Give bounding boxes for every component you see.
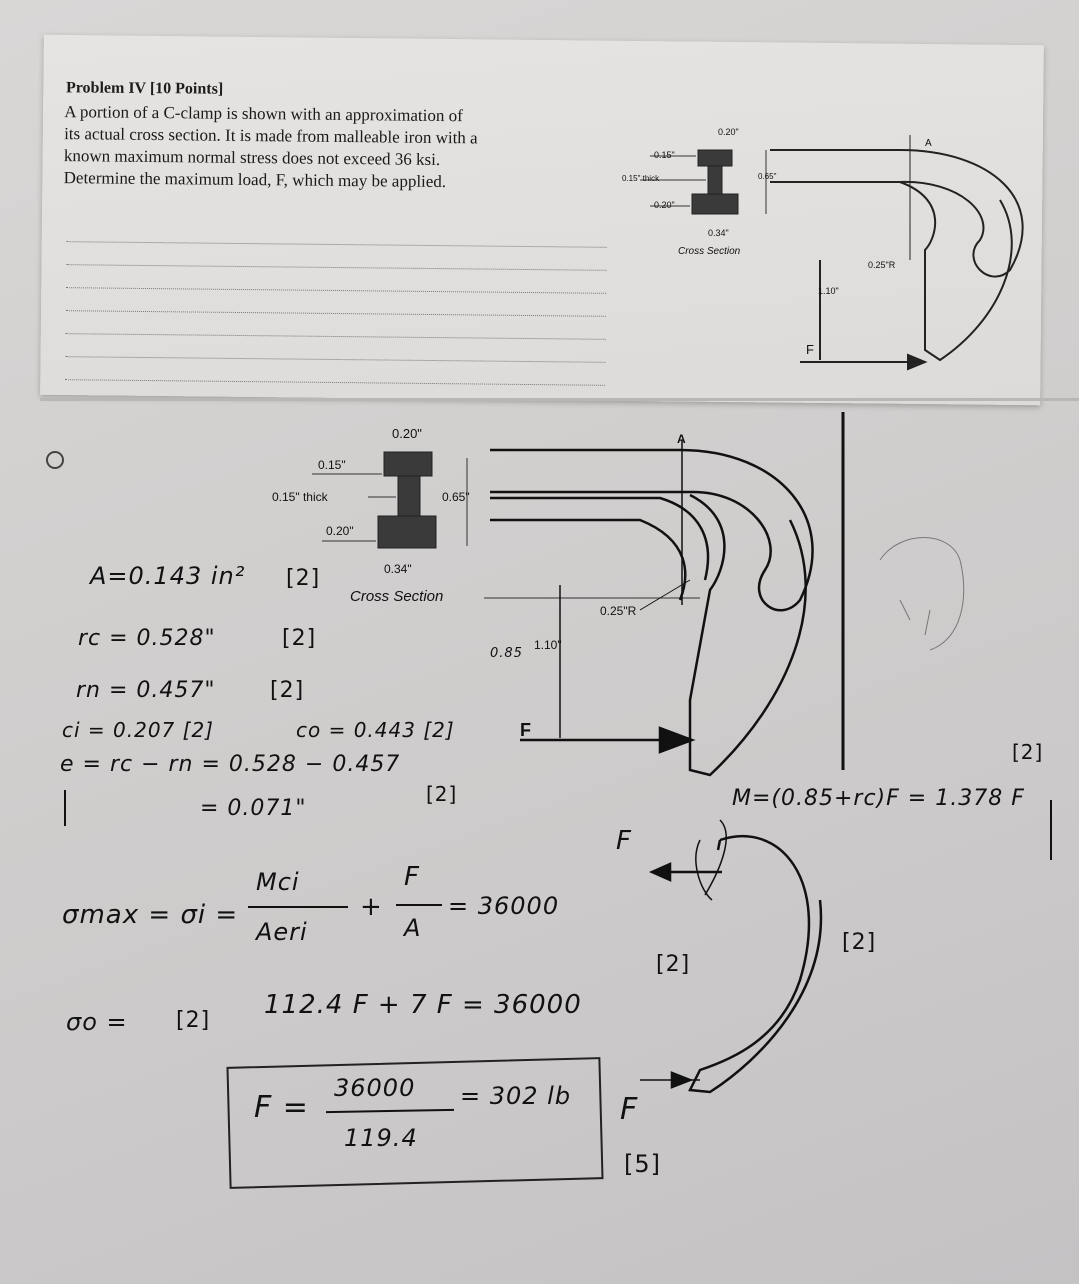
small-radius: 0.25"R (868, 260, 896, 270)
free-body-diagram (640, 819, 823, 1094)
large-dim-height: 0.65" (442, 490, 470, 504)
large-cross-section-drawing (377, 451, 437, 549)
rn-value: rn = 0.457" (76, 678, 216, 703)
stress-lhs: σmax = σi = (62, 900, 239, 930)
fbd-force-top: F (616, 826, 632, 856)
equation: 112.4 F + 7 F = 36000 (264, 990, 582, 1020)
fbd-points-bottom: [5] (624, 1150, 661, 1178)
result-rhs: = 302 lb (460, 1082, 572, 1110)
small-dim-length: 1.10" (818, 286, 839, 296)
e-line-2: = 0.071" (200, 796, 307, 821)
large-caption: Cross Section (350, 588, 444, 605)
ci-value: ci = 0.207 [2] (62, 718, 214, 742)
stress-denominator-2: A (404, 914, 422, 942)
large-hand-dim: 0.85 (490, 646, 523, 661)
sheet-fold-line (40, 398, 1079, 401)
small-clamp-drawing (770, 135, 1024, 371)
moment-points: [2] (1012, 740, 1044, 764)
area-points: [2] (286, 566, 321, 591)
fbd-force-bottom: F (620, 1092, 639, 1127)
sigma-o: σo = (66, 1008, 128, 1036)
small-dim-base: 0.34" (708, 228, 729, 238)
small-section-label: A (925, 138, 932, 149)
large-dim-thick: 0.15" thick (272, 490, 328, 504)
rc-value: rc = 0.528" (78, 626, 216, 651)
small-dim-height: 0.65" (758, 172, 777, 181)
faint-sketch (879, 537, 965, 651)
rn-points: [2] (270, 678, 305, 703)
large-dim-base: 0.34" (384, 562, 412, 576)
result-numerator: 36000 (334, 1074, 416, 1102)
binder-hole (46, 451, 64, 469)
co-value: co = 0.443 [2] (296, 718, 455, 742)
stress-denominator-1: Aeri (256, 918, 308, 946)
area-value: A=0.143 in² (90, 562, 246, 590)
large-radius: 0.25"R (600, 604, 637, 618)
small-dim-top: 0.20" (718, 127, 739, 137)
result-denominator: 119.4 (344, 1124, 418, 1152)
small-cross-section-drawing (691, 149, 739, 215)
small-dim-thick: 0.15" thick (622, 174, 660, 183)
fraction-bar-2 (396, 904, 442, 906)
large-section-label: A (677, 432, 686, 446)
large-dimension-lines (312, 458, 700, 599)
rc-points: [2] (282, 626, 317, 651)
moment-bracket (1050, 800, 1052, 860)
fraction-bar-1 (248, 906, 348, 908)
large-clamp-drawing (490, 440, 814, 777)
e-bracket (64, 790, 66, 826)
large-force-label: F (520, 720, 531, 740)
stress-rhs: = 36000 (448, 892, 560, 920)
equation-points: [2] (656, 952, 691, 977)
large-dim-bottom: 0.20" (326, 524, 354, 538)
e-line-1: e = rc − rn = 0.528 − 0.457 (60, 752, 401, 777)
large-dim-flange: 0.15" (318, 458, 346, 472)
large-dim-top: 0.20" (392, 426, 422, 441)
sigma-o-points: [2] (176, 1008, 211, 1033)
stress-numerator-2: F (404, 862, 420, 892)
small-dim-bottom: 0.20" (654, 200, 675, 210)
fbd-points-right: [2] (842, 930, 877, 955)
stress-numerator-1: Mci (256, 868, 300, 896)
small-dimension-lines (640, 150, 767, 214)
moment-value: M=(0.85+rc)F = 1.378 F (732, 786, 1025, 811)
small-dim-flange: 0.15" (654, 150, 675, 160)
e-points: [2] (426, 782, 458, 806)
result-lhs: F = (254, 1090, 309, 1125)
stress-plus: + (360, 892, 383, 922)
small-caption: Cross Section (678, 246, 741, 257)
large-dim-length: 1.10" (534, 638, 562, 652)
small-force-label: F (806, 342, 814, 357)
